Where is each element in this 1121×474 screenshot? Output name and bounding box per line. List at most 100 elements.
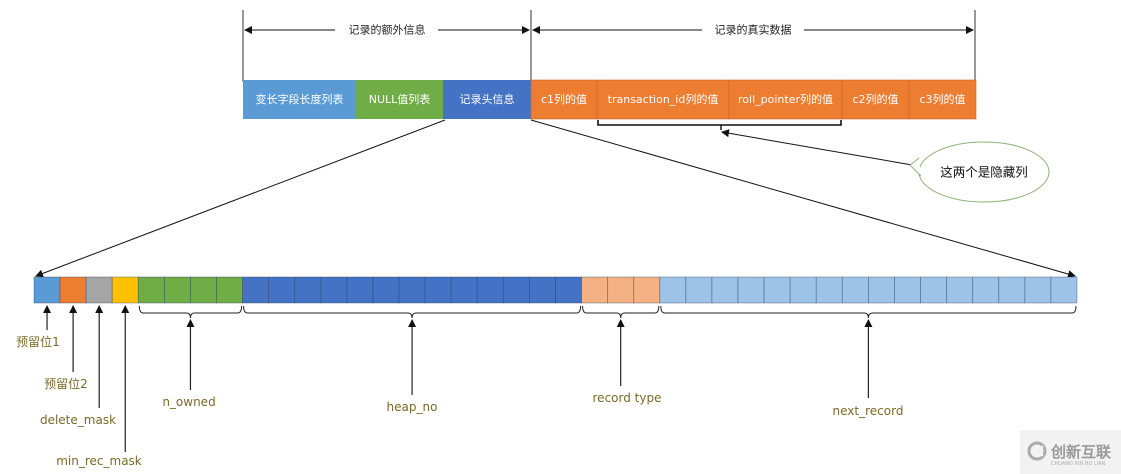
bit-cell	[894, 276, 921, 304]
extra-info-span: 记录的额外信息	[242, 10, 532, 82]
bit-cell	[502, 276, 530, 304]
bit-cell	[294, 276, 322, 304]
bit-cell	[972, 276, 1000, 304]
hidden-columns-note: 这两个是隐藏列	[940, 165, 1028, 180]
bit-cell	[85, 276, 113, 304]
segment-box	[530, 79, 598, 120]
record-header-bits	[33, 276, 1078, 304]
segment-roll-pointer: roll_pointer列的值	[728, 79, 843, 120]
bracket	[660, 305, 1077, 319]
bit-cell	[841, 276, 869, 304]
bit-cell	[529, 276, 556, 304]
bit-cell	[163, 276, 191, 304]
bit-cell	[920, 276, 948, 304]
segment-box	[596, 79, 730, 120]
watermark-text: 创新互联	[1050, 443, 1112, 461]
field-label-delete-mask: delete_mask	[40, 413, 116, 427]
bit-cell	[815, 276, 843, 304]
bit-cell	[659, 276, 687, 304]
segment-label: 变长字段长度列表	[256, 92, 344, 106]
bit-cell	[450, 276, 478, 304]
extra-info-label: 记录的额外信息	[349, 23, 426, 37]
field-brackets	[138, 305, 1077, 319]
segment-label: transaction_id列的值	[608, 92, 719, 106]
bit-cell	[763, 276, 791, 304]
bit-cell	[33, 276, 61, 304]
segment-null-list: NULL值列表	[356, 80, 443, 119]
bit-cell	[59, 276, 87, 304]
bit-cell	[216, 276, 243, 304]
bit-cell	[711, 276, 739, 304]
bit-cell	[1024, 276, 1052, 304]
bit-cell	[268, 276, 296, 304]
field-n_owned	[137, 276, 243, 304]
bracket	[243, 305, 582, 319]
callout-tail	[909, 157, 922, 177]
bit-cell	[190, 276, 217, 304]
segment-record-header: 记录头信息	[443, 80, 531, 119]
bit-cell	[424, 276, 452, 304]
field-label-n-owned: n_owned	[162, 395, 215, 409]
record-row: 变长字段长度列表 NULL值列表 记录头信息 c1列的值 transaction…	[243, 79, 977, 120]
field-labels: 预留位1 预留位2 delete_mask min_rec_mask n_own…	[16, 334, 903, 468]
bit-cell	[737, 276, 765, 304]
segment-c3: c3列的值	[908, 79, 977, 120]
bit-cell	[372, 276, 400, 304]
field-next_record	[659, 276, 1078, 304]
segment-label: NULL值列表	[369, 92, 431, 106]
field-label-next-record: next_record	[833, 404, 904, 418]
hidden-columns-bracket	[597, 120, 842, 126]
bit-cell	[398, 276, 426, 304]
segment-label: c1列的值	[541, 92, 587, 106]
segment-box	[908, 79, 977, 120]
hidden-columns-callout: 这两个是隐藏列	[721, 129, 1050, 203]
watermark: 创新互联 CHUANG XIN HU LIAN	[1020, 430, 1121, 474]
segment-box	[243, 80, 356, 119]
segment-c1: c1列的值	[530, 79, 598, 120]
bit-cell	[581, 276, 609, 304]
field-label-reserved1: 预留位1	[16, 334, 60, 349]
segment-label: c2列的值	[852, 92, 898, 106]
bit-cell	[868, 276, 895, 304]
watermark-logo-icon	[1027, 441, 1047, 461]
bit-cell	[607, 276, 635, 304]
bit-cell	[789, 276, 817, 304]
segment-c2: c2列的值	[841, 79, 910, 120]
segment-box	[356, 80, 443, 119]
field-heap_no	[242, 276, 582, 304]
bit-cell	[111, 276, 139, 304]
bit-cell	[946, 276, 974, 304]
expand-line-right	[530, 119, 1076, 278]
real-data-label: 记录的真实数据	[715, 23, 792, 37]
expand-line-left	[35, 119, 446, 278]
field-label-heap-no: heap_no	[387, 400, 438, 414]
field-min_rec_mask	[111, 276, 139, 304]
bit-cell	[242, 276, 270, 304]
bit-cell	[555, 276, 582, 304]
field-arrows	[43, 305, 873, 452]
field-label-record-type: record type	[593, 391, 662, 405]
field-record-type	[581, 276, 661, 304]
watermark-subtext: CHUANG XIN HU LIAN	[1051, 461, 1105, 467]
bit-cell	[1050, 276, 1078, 304]
bracket	[138, 305, 243, 319]
bit-cell	[137, 276, 165, 304]
bit-cell	[346, 276, 374, 304]
segment-box	[443, 80, 531, 119]
bracket	[582, 305, 660, 319]
bit-cell	[633, 276, 661, 304]
field-预留位2	[59, 276, 87, 304]
bit-cell	[998, 276, 1026, 304]
segment-label: 记录头信息	[460, 92, 515, 106]
bit-cell	[476, 276, 504, 304]
segment-label: c3列的值	[919, 92, 965, 106]
bit-cell	[320, 276, 348, 304]
segment-transaction-id: transaction_id列的值	[596, 79, 730, 120]
segment-box	[841, 79, 910, 120]
field-delete_mask	[85, 276, 113, 304]
field-预留位1	[33, 276, 61, 304]
callout-arrow	[721, 129, 913, 166]
segment-box	[728, 79, 843, 120]
bit-cell	[685, 276, 713, 304]
